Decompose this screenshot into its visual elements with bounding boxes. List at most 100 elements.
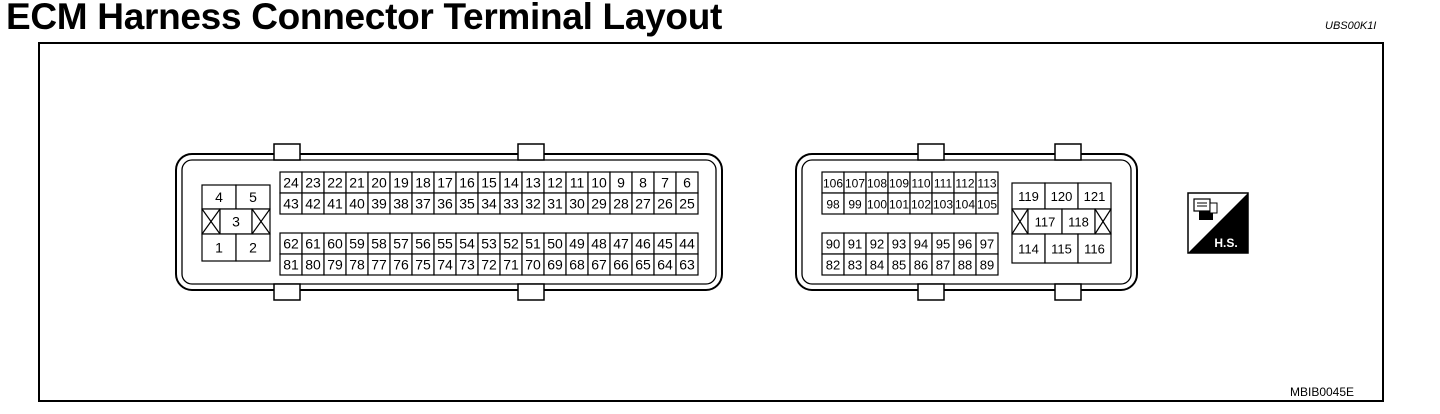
pin-number: 44	[679, 236, 695, 252]
pin-number: 56	[415, 236, 431, 252]
pin-number: 5	[249, 189, 257, 205]
pin-cell	[235, 233, 271, 262]
latch-tab	[517, 143, 545, 161]
pin-number: 2	[249, 240, 257, 256]
latch-tab	[917, 283, 945, 301]
pin-cell	[1077, 233, 1112, 264]
page-title: ECM Harness Connector Terminal Layout	[6, 0, 723, 37]
pin-number: 113	[977, 177, 996, 191]
pin-cell	[1027, 208, 1063, 235]
pin-number: 13	[525, 175, 541, 191]
pin-number: 118	[1068, 215, 1089, 230]
pin-number: 79	[327, 257, 343, 273]
pin-number: 97	[980, 237, 994, 252]
pin-number: 114	[1018, 242, 1039, 257]
pin-number: 81	[283, 257, 299, 273]
pin-number: 67	[591, 257, 607, 273]
pin-number: 59	[349, 236, 365, 252]
latch-tab	[517, 283, 545, 301]
pin-number: 1	[215, 240, 223, 256]
pin-number: 77	[371, 257, 387, 273]
pin-number: 28	[613, 196, 629, 212]
pin-number: 37	[415, 196, 431, 212]
pin-number: 90	[826, 237, 840, 252]
pin-number: 48	[591, 236, 607, 252]
pin-number: 24	[283, 175, 299, 191]
pin-number: 17	[437, 175, 453, 191]
pin-number: 75	[415, 257, 431, 273]
pin-number: 39	[371, 196, 387, 212]
pin-number: 53	[481, 236, 497, 252]
pin-number: 93	[892, 237, 906, 252]
pin-number: 66	[613, 257, 629, 273]
pin-number: 42	[305, 196, 321, 212]
pin-number: 69	[547, 257, 563, 273]
pin-number: 103	[933, 198, 953, 212]
section-code: UBS00K1I	[1325, 20, 1377, 32]
pin-number: 30	[569, 196, 585, 212]
pin-number: 107	[845, 177, 865, 191]
figure-code: MBIB0045E	[1290, 385, 1355, 399]
diagram-frame	[38, 42, 1384, 402]
connector-right-inner	[801, 159, 1132, 285]
pin-number: 55	[437, 236, 453, 252]
pin-number: 19	[393, 175, 409, 191]
latch-tab	[1054, 143, 1082, 161]
pin-number: 105	[977, 198, 997, 212]
pin-number: 21	[349, 175, 365, 191]
pin-number: 70	[525, 257, 541, 273]
pin-number: 98	[826, 198, 840, 212]
pin-number: 62	[283, 236, 299, 252]
pin-number: 27	[635, 196, 651, 212]
pin-number: 57	[393, 236, 409, 252]
pin-number: 87	[936, 258, 950, 273]
pin-number: 7	[661, 175, 669, 191]
pin-number: 91	[848, 237, 862, 252]
pin-number: 54	[459, 236, 475, 252]
pin-number: 112	[955, 177, 974, 191]
pin-number: 86	[914, 258, 928, 273]
pin-number: 3	[232, 214, 240, 230]
pin-number: 4	[215, 189, 223, 205]
pin-number: 73	[459, 257, 475, 273]
pin-number: 38	[393, 196, 409, 212]
pin-number: 108	[867, 177, 887, 191]
latch-tab	[1054, 283, 1082, 301]
pin-number: 110	[911, 177, 930, 191]
hs-label: H.S.	[1214, 236, 1237, 250]
pin-number: 40	[349, 196, 365, 212]
pin-number: 8	[639, 175, 647, 191]
pin-number: 80	[305, 257, 321, 273]
pin-number: 60	[327, 236, 343, 252]
pin-number: 50	[547, 236, 563, 252]
pin-number: 36	[437, 196, 453, 212]
pin-number: 96	[958, 237, 972, 252]
pin-number: 61	[305, 236, 321, 252]
pin-number: 41	[327, 196, 343, 212]
pin-number: 14	[503, 175, 519, 191]
pin-number: 45	[657, 236, 673, 252]
pin-number: 16	[459, 175, 475, 191]
pin-number: 49	[569, 236, 585, 252]
pin-number: 104	[955, 198, 975, 212]
pin-number: 72	[481, 257, 497, 273]
pin-number: 101	[889, 198, 909, 212]
pin-number: 117	[1035, 215, 1056, 230]
connector-right-outer	[795, 153, 1138, 291]
connector-left-inner	[181, 159, 717, 285]
pin-number: 64	[657, 257, 673, 273]
connector-right	[795, 143, 1138, 301]
pin-number: 74	[437, 257, 453, 273]
pin-number: 88	[958, 258, 972, 273]
pin-number: 82	[826, 258, 840, 273]
pin-number: 35	[459, 196, 475, 212]
pin-number: 52	[503, 236, 519, 252]
pin-number: 84	[870, 258, 884, 273]
pin-number: 20	[371, 175, 387, 191]
pin-number: 6	[683, 175, 691, 191]
hs-connector-icon: H.S.	[1187, 192, 1249, 254]
pin-number: 71	[503, 257, 519, 273]
